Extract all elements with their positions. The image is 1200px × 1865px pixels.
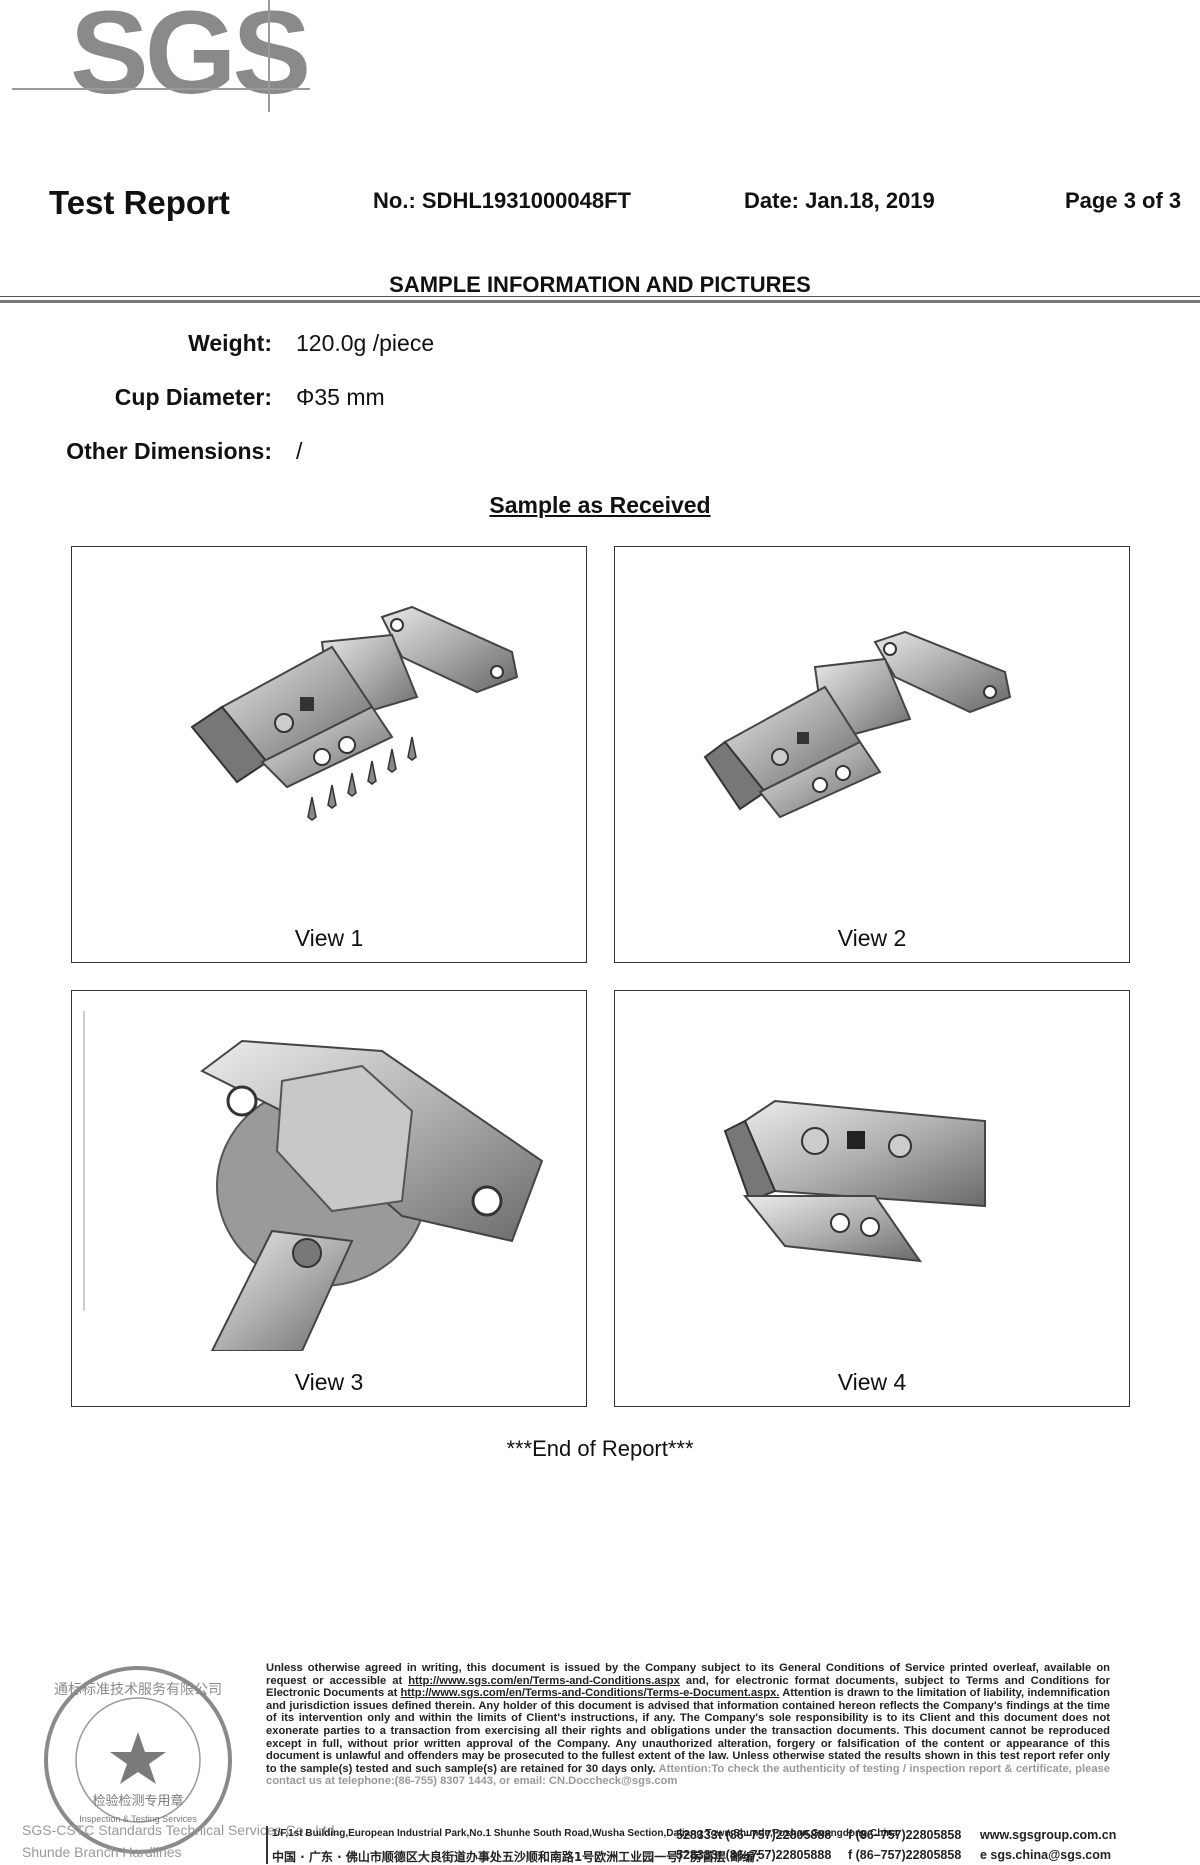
weight-label: Weight:	[188, 330, 272, 356]
view-3-panel: View 3	[71, 990, 587, 1407]
view-1-caption: View 1	[294, 925, 364, 951]
sample-heading: Sample as Received	[489, 492, 711, 518]
telephone-cn: t (86–757)22805888	[718, 1848, 832, 1862]
company-seal: 检验检测专用章 Inspection & Testing Services 通标…	[44, 1666, 232, 1854]
page-number: Page 3 of 3	[1065, 188, 1182, 213]
report-date: Date: Jan.18, 2019	[744, 188, 935, 213]
attention-note: Attention:To check the authenticity of t…	[266, 1762, 1110, 1788]
email[interactable]: e sgs.china@sgs.com	[980, 1848, 1111, 1862]
other-dimensions-value: /	[296, 438, 303, 464]
terms-link[interactable]: http://www.sgs.com/en/Terms-and-Conditio…	[408, 1674, 680, 1687]
report-number: No.: SDHL1931000048FT	[373, 188, 631, 213]
stamp-branch: Shunde Branch Hardlines	[22, 1844, 182, 1860]
report-title: Test Report	[49, 184, 230, 221]
view-2-panel: View 2	[614, 546, 1130, 963]
svg-text:检验检测专用章: 检验检测专用章	[92, 1793, 183, 1809]
cup-diameter-label: Cup Diameter:	[114, 384, 272, 410]
svg-text:通标标准技术服务有限公司: 通标标准技术服务有限公司	[54, 1682, 222, 1698]
cup-diameter-value: Φ35 mm	[296, 384, 385, 410]
view-4-panel: View 4	[614, 990, 1130, 1407]
view-2-caption: View 2	[837, 925, 907, 951]
postcode-cn: 528333	[676, 1848, 718, 1862]
sgs-logo: SGS	[70, 0, 311, 119]
footer-divider	[266, 1826, 268, 1864]
postcode: 528333	[676, 1828, 718, 1842]
hinge-photo-icon	[190, 605, 519, 821]
e-terms-link[interactable]: http://www.sgs.com/en/Terms-and-Conditio…	[400, 1687, 780, 1700]
divider-thick	[0, 300, 1200, 303]
end-of-report: ***End of Report***	[506, 1436, 694, 1461]
hinge-photo-icon	[703, 630, 1012, 819]
fax: f (86–757)22805858	[848, 1828, 962, 1842]
telephone: t (86–757)22805888	[718, 1828, 832, 1842]
legal-disclaimer: Unless otherwise agreed in writing, this…	[266, 1662, 1110, 1788]
weight-value: 120.0g /piece	[296, 330, 435, 356]
fax-cn: f (86–757)22805858	[848, 1848, 962, 1862]
other-dimensions-label: Other Dimensions:	[66, 438, 272, 464]
logo-rule	[12, 88, 310, 90]
logo-rule-vertical	[268, 0, 270, 112]
address-en: 1/F,1st Building,European Industrial Par…	[272, 1828, 898, 1839]
view-3-caption: View 3	[294, 1369, 364, 1395]
view-1-panel: View 1	[71, 546, 587, 963]
section-title: SAMPLE INFORMATION AND PICTURES	[389, 272, 811, 297]
hinge-cup-photo-icon	[83, 1011, 544, 1352]
stamp-company: SGS-CSTC Standards Technical Services Co…	[22, 1822, 339, 1838]
address-cn: 中国 · 广东 · 佛山市顺德区大良街道办事处五沙顺和南路1号欧洲工业园一号厂房…	[272, 1850, 767, 1864]
svg-text:Inspection & Testing Services: Inspection & Testing Services	[79, 1814, 197, 1824]
divider	[0, 296, 1200, 297]
view-4-caption: View 4	[837, 1369, 907, 1395]
website[interactable]: www.sgsgroup.com.cn	[980, 1828, 1117, 1842]
hinge-arm-photo-icon	[723, 1099, 986, 1263]
